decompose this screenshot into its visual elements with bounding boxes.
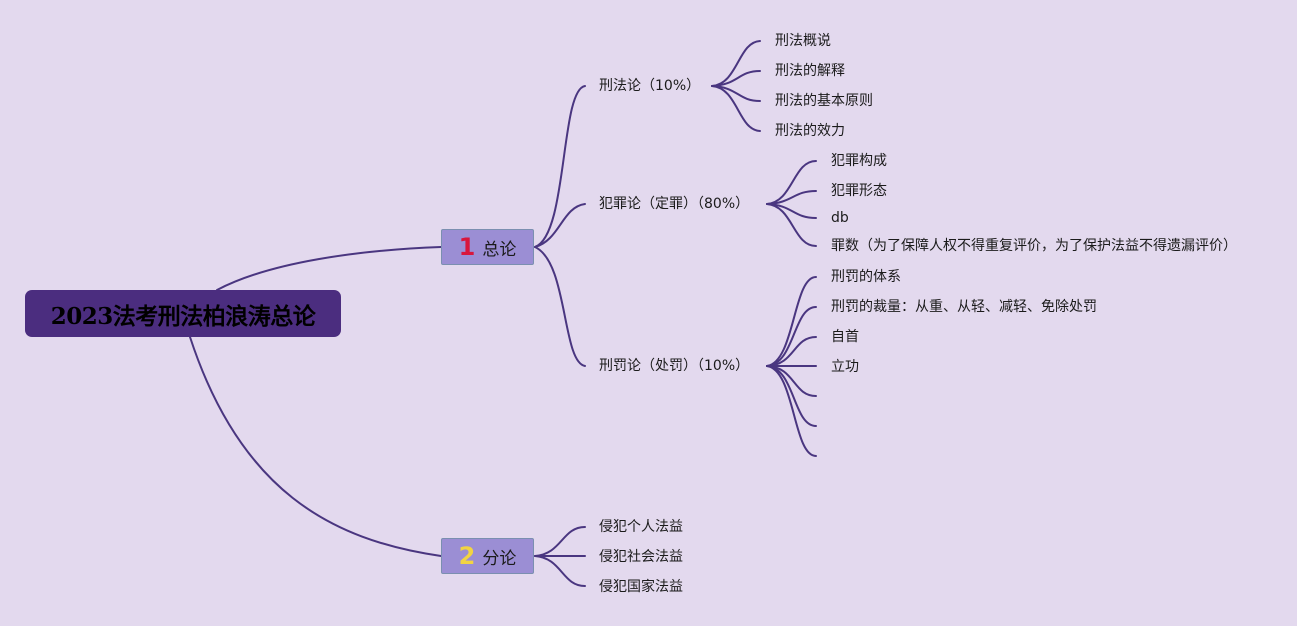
link-root-fenlun [189, 336, 442, 557]
topic-fenlun-label: 分论 [482, 548, 517, 569]
link-root-zonglun [216, 246, 442, 291]
subtopic-fenlun-3[interactable]: 侵犯国家法益 [599, 579, 683, 595]
link-zonglun-3 [534, 246, 586, 367]
leaf-topic[interactable]: db [831, 210, 849, 226]
link-zonglun-2 [534, 203, 586, 248]
root-topic-label: 2023法考刑法柏浪涛总论 [50, 302, 316, 330]
number-2-icon: 2 [458, 542, 476, 570]
leaf-topic[interactable]: 刑法的解释 [775, 63, 845, 79]
number-1-icon: 1 [458, 233, 476, 261]
topic-fenlun[interactable]: 2 分论 [441, 538, 534, 574]
leaf-topic[interactable]: 立功 [831, 359, 859, 375]
leaf-topic[interactable]: 自首 [831, 329, 859, 345]
leaf-topic[interactable]: 刑法概说 [775, 33, 831, 49]
topic-zonglun-label: 总论 [482, 239, 517, 260]
subtopic-xingfalun[interactable]: 刑法论（10%） [599, 78, 701, 94]
leaf-topic[interactable]: 刑罚的体系 [831, 269, 901, 285]
subtopic-fenlun-2[interactable]: 侵犯社会法益 [599, 549, 683, 565]
subtopic-fenlun-1[interactable]: 侵犯个人法益 [599, 519, 683, 535]
subtopic-fanzuilun[interactable]: 犯罪论（定罪）（80%） [599, 196, 750, 212]
leaf-topic[interactable]: 犯罪形态 [831, 183, 887, 199]
link-zonglun-1 [534, 85, 586, 248]
topic-zonglun[interactable]: 1 总论 [441, 229, 534, 265]
leaf-topic[interactable]: 刑罚的裁量：从重、从轻、减轻、免除处罚 [831, 299, 1097, 315]
root-topic[interactable]: 2023法考刑法柏浪涛总论 [25, 290, 341, 337]
leaf-topic[interactable]: 罪数（为了保障人权不得重复评价，为了保护法益不得遗漏评价） [831, 238, 1237, 254]
leaf-topic[interactable]: 刑法的基本原则 [775, 93, 873, 109]
subtopic-xingfalun-penalty[interactable]: 刑罚论（处罚）（10%） [599, 358, 750, 374]
leaf-topic[interactable]: 犯罪构成 [831, 153, 887, 169]
leaf-topic[interactable]: 刑法的效力 [775, 123, 845, 139]
